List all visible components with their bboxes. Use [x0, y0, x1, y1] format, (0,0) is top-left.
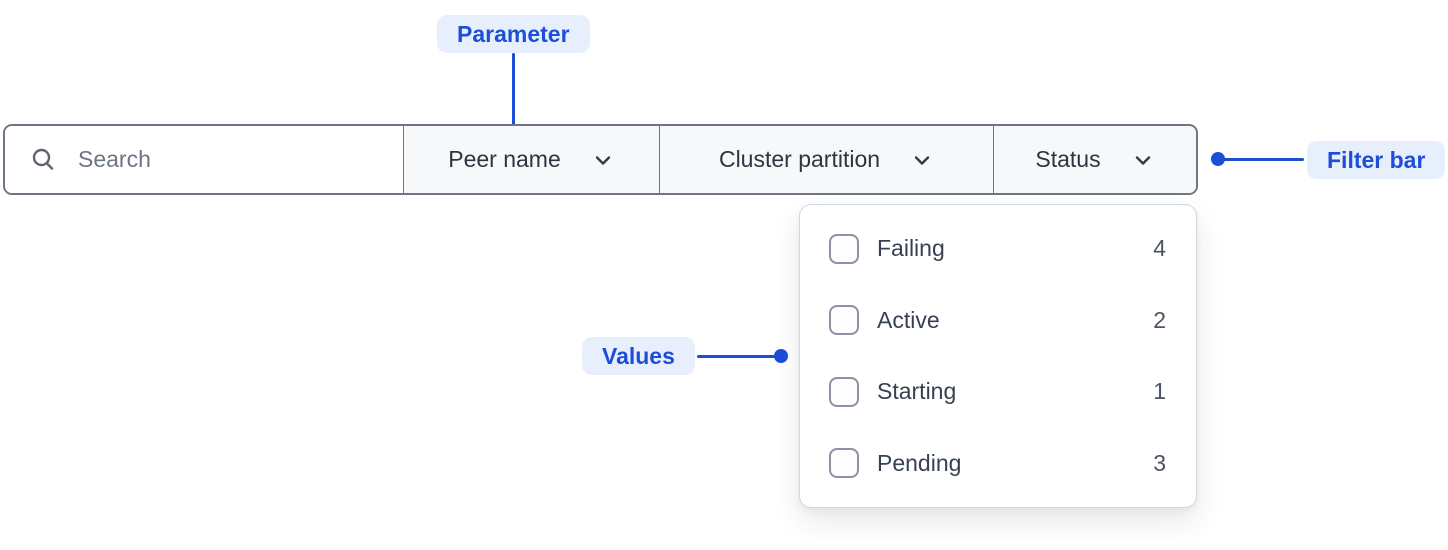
- filter-dropdown-cluster-partition[interactable]: Cluster partition: [660, 126, 994, 193]
- status-option-count: 4: [1153, 235, 1166, 262]
- checkbox[interactable]: [829, 448, 859, 479]
- status-option-label: Starting: [877, 378, 957, 405]
- status-option-count: 1: [1153, 378, 1166, 405]
- filter-dropdown-peer-name[interactable]: Peer name: [404, 126, 660, 193]
- status-option-label: Failing: [877, 235, 945, 262]
- annotation-badge-filter-bar: Filter bar: [1307, 141, 1446, 179]
- chevron-down-icon: [591, 148, 615, 172]
- chevron-down-icon: [910, 148, 934, 172]
- status-option-failing[interactable]: Failing 4: [829, 213, 1166, 285]
- status-option-label: Pending: [877, 449, 962, 476]
- filter-dropdown-label: Status: [1035, 146, 1101, 172]
- status-option-count: 3: [1153, 449, 1166, 476]
- parameter-connector-line: [512, 53, 515, 146]
- checkbox[interactable]: [829, 376, 859, 407]
- filter-dropdown-status[interactable]: Status: [994, 126, 1196, 193]
- status-option-label: Active: [877, 306, 940, 333]
- filter-bar-connector-dot: [1211, 152, 1225, 166]
- checkbox[interactable]: [829, 305, 859, 336]
- filter-dropdown-label: Peer name: [448, 146, 561, 172]
- values-connector-dot: [774, 349, 788, 363]
- status-option-starting[interactable]: Starting 1: [829, 356, 1166, 428]
- annotation-badge-values: Values: [582, 337, 695, 375]
- filter-bar-connector-line: [1222, 157, 1304, 161]
- status-option-count: 2: [1153, 306, 1166, 333]
- status-option-pending[interactable]: Pending 3: [829, 428, 1166, 500]
- filter-dropdown-label: Cluster partition: [718, 146, 881, 172]
- values-connector-line: [697, 354, 777, 358]
- filter-bar: Peer name Cluster partition Status: [3, 124, 1198, 195]
- annotation-badge-parameter: Parameter: [437, 15, 590, 53]
- chevron-down-icon: [1131, 148, 1155, 172]
- search-input[interactable]: [76, 145, 383, 174]
- checkbox[interactable]: [829, 233, 859, 264]
- status-option-active[interactable]: Active 2: [829, 285, 1166, 357]
- search-box[interactable]: [5, 126, 404, 193]
- status-dropdown-panel: Failing 4 Active 2 Starting 1 Pending 3: [799, 204, 1197, 508]
- search-icon: [30, 146, 57, 173]
